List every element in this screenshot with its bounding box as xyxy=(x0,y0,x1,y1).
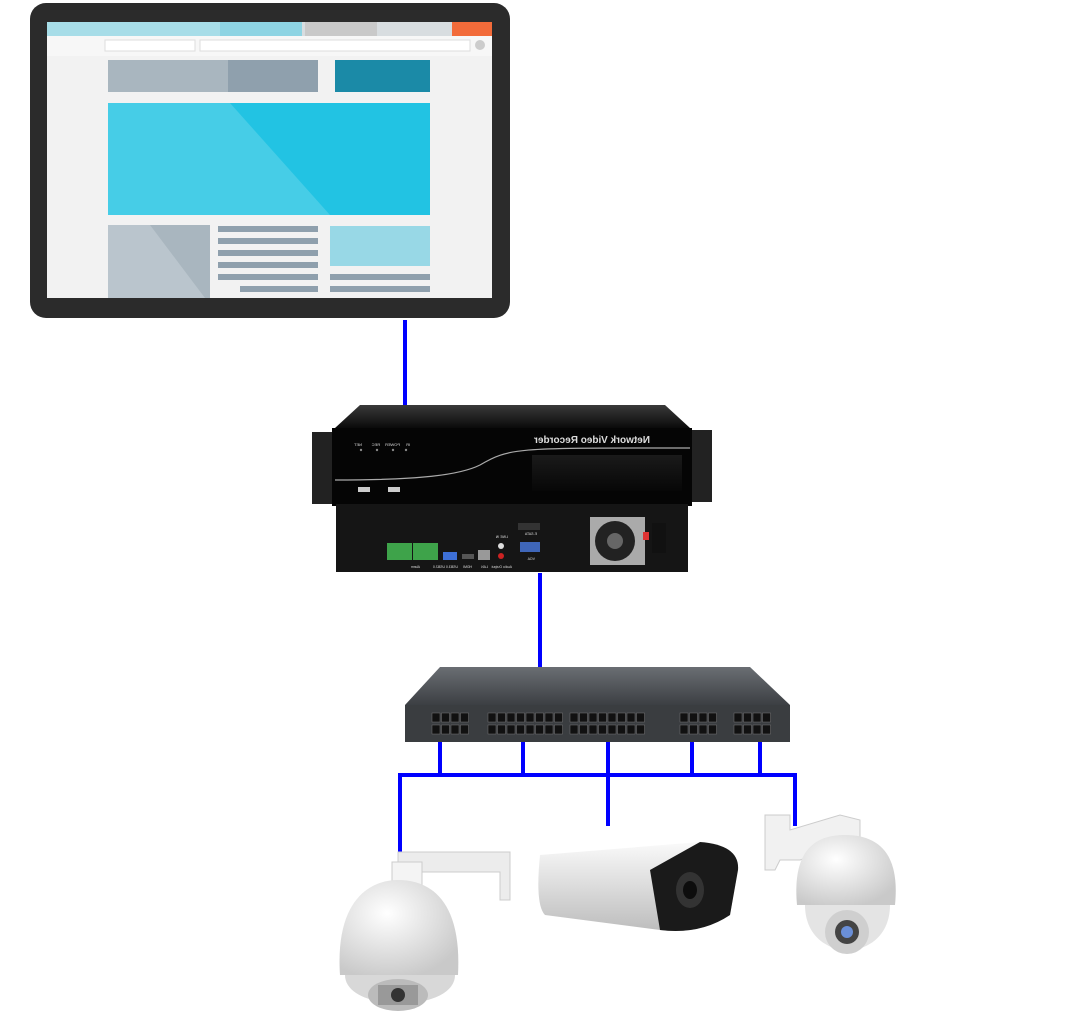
ethernet-port xyxy=(588,712,598,723)
ethernet-port xyxy=(569,712,579,723)
ethernet-port xyxy=(598,712,607,723)
ethernet-port xyxy=(544,724,554,735)
network-video-recorder: Network Video Recorder NET REC POWER IR … xyxy=(312,405,712,572)
ethernet-port xyxy=(679,712,689,723)
led-label: POWER xyxy=(385,442,400,447)
port-label: LAN xyxy=(481,565,488,569)
lens-icon xyxy=(683,881,697,899)
lan-port xyxy=(478,550,490,560)
network-links xyxy=(398,320,797,852)
ethernet-port xyxy=(679,724,689,735)
ethernet-port xyxy=(607,724,617,735)
ethernet-port xyxy=(579,724,588,735)
ethernet-port xyxy=(752,724,762,735)
ethernet-port xyxy=(525,712,535,723)
nvr-title: Network Video Recorder xyxy=(534,435,650,446)
ethernet-port xyxy=(617,724,626,735)
ethernet-port xyxy=(441,712,450,723)
port-label: VGA xyxy=(527,557,535,561)
ethernet-port xyxy=(579,712,588,723)
ethernet-port xyxy=(588,724,598,735)
ethernet-port xyxy=(450,724,460,735)
ethernet-port xyxy=(506,724,516,735)
ethernet-port xyxy=(636,724,645,735)
led-label: REC xyxy=(371,442,380,447)
ethernet-port xyxy=(626,724,636,735)
port-label: LINE IN xyxy=(495,535,508,539)
ethernet-port xyxy=(743,712,752,723)
lens-icon xyxy=(841,926,853,938)
esata-port xyxy=(518,523,540,530)
ethernet-port xyxy=(607,712,617,723)
port-label: Alarm xyxy=(411,565,420,569)
led-label: IR xyxy=(406,442,410,447)
ethernet-port xyxy=(626,712,636,723)
ethernet-port xyxy=(431,724,441,735)
ptz-dome-camera-left xyxy=(339,851,511,1011)
bullet-camera xyxy=(538,842,739,931)
led-label: NET xyxy=(353,442,362,447)
ethernet-port xyxy=(733,712,743,723)
ptz-dome-camera-right xyxy=(764,814,896,954)
monitor xyxy=(30,3,510,318)
ethernet-port xyxy=(487,712,497,723)
ethernet-port xyxy=(569,724,579,735)
alarm-terminal xyxy=(413,543,438,560)
usb3-port xyxy=(443,552,457,560)
port-label: Audio Output xyxy=(492,565,512,569)
ethernet-port xyxy=(708,724,717,735)
ethernet-port xyxy=(516,712,525,723)
ethernet-port xyxy=(506,712,516,723)
browser-close-tab xyxy=(452,22,492,36)
ethernet-port xyxy=(497,724,506,735)
rack-ear-left xyxy=(312,432,332,504)
ethernet-port xyxy=(598,724,607,735)
ethernet-port xyxy=(487,724,497,735)
port-label: HDMI xyxy=(463,565,472,569)
ethernet-port xyxy=(698,724,708,735)
ethernet-port xyxy=(516,724,525,735)
vent-grille xyxy=(532,455,682,491)
alarm-terminal xyxy=(387,543,412,560)
vga-port xyxy=(520,542,540,552)
ethernet-port xyxy=(441,724,450,735)
rack-ear-right xyxy=(692,430,712,502)
ethernet-port xyxy=(733,724,743,735)
ethernet-port xyxy=(460,712,469,723)
hdmi-port xyxy=(462,554,474,559)
network-switch xyxy=(405,667,790,742)
ethernet-port xyxy=(617,712,626,723)
ethernet-port xyxy=(708,712,717,723)
ethernet-port xyxy=(431,712,441,723)
ethernet-port xyxy=(743,724,752,735)
usb-port xyxy=(358,487,370,492)
ethernet-port xyxy=(698,712,708,723)
port-label: USB3.0 USB2.0 xyxy=(433,565,458,569)
switch-ports xyxy=(431,712,771,735)
ethernet-port xyxy=(689,712,698,723)
ethernet-port xyxy=(636,712,645,723)
ethernet-port xyxy=(525,724,535,735)
ethernet-port xyxy=(460,724,469,735)
ethernet-port xyxy=(544,712,554,723)
ethernet-port xyxy=(554,712,563,723)
ethernet-port xyxy=(689,724,698,735)
ethernet-port xyxy=(535,712,544,723)
ethernet-port xyxy=(762,712,771,723)
ethernet-port xyxy=(497,712,506,723)
port-label: E-SATA xyxy=(524,532,537,536)
lens-icon xyxy=(391,988,405,1002)
ethernet-port xyxy=(762,724,771,735)
ethernet-port xyxy=(752,712,762,723)
ethernet-port xyxy=(535,724,544,735)
usb-port xyxy=(388,487,400,492)
ethernet-port xyxy=(450,712,460,723)
ethernet-port xyxy=(554,724,563,735)
